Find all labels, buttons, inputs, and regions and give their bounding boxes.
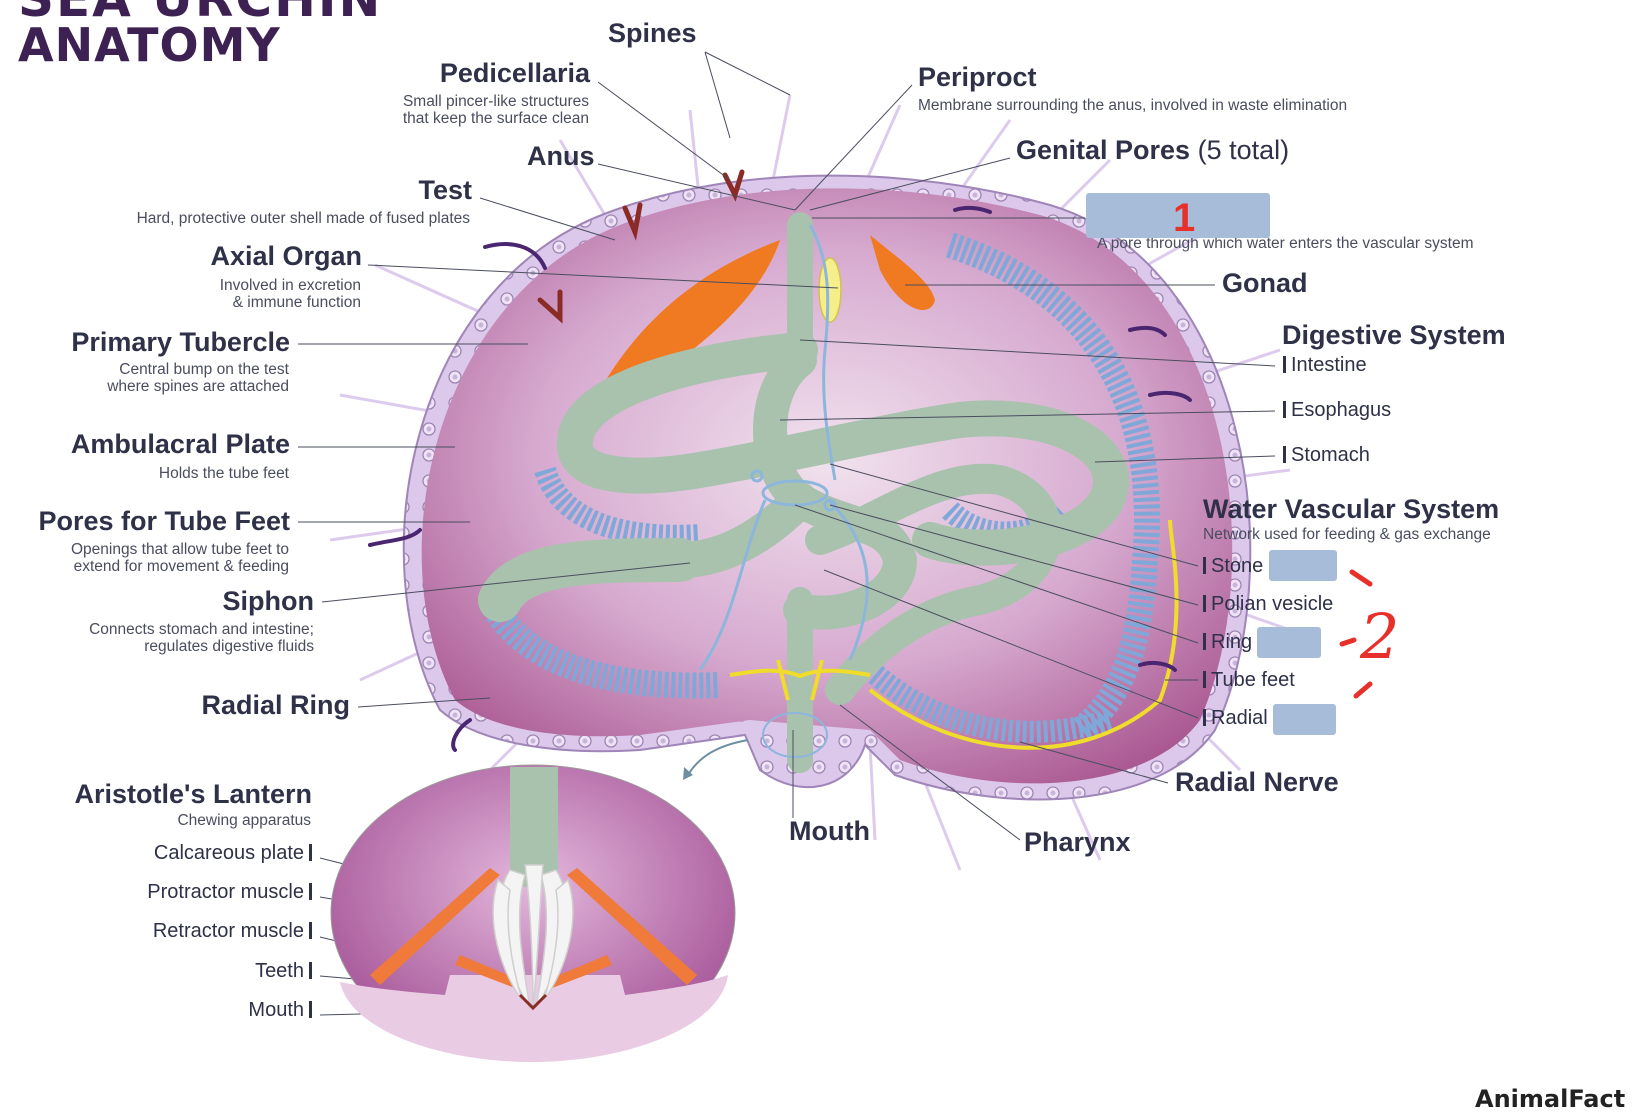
- label-test: Test: [418, 175, 472, 205]
- desc-test: Hard, protective outer shell made of fus…: [136, 210, 470, 227]
- item-stone: Stone: [1203, 555, 1263, 578]
- ink-mark-1: 1: [1173, 196, 1196, 240]
- item-stomach: Stomach: [1283, 444, 1370, 467]
- label-radial-ring: Radial Ring: [201, 690, 350, 720]
- label-pharynx: Pharynx: [1024, 827, 1131, 857]
- label-anus: Anus: [527, 141, 595, 171]
- desc-axial-2: & immune function: [232, 294, 361, 311]
- label-mouth: Mouth: [789, 816, 870, 846]
- item-polian-vesicle: Polian vesicle: [1203, 593, 1333, 616]
- label-genital-pores: Genital Pores (5 total): [1016, 135, 1289, 166]
- item-tube-feet: Tube feet: [1203, 669, 1295, 692]
- label-aristotles-lantern: Aristotle's Lantern: [74, 779, 312, 809]
- desc-wvs: Network used for feeding & gas exchange: [1203, 526, 1491, 543]
- genital-pores-text: Genital Pores: [1016, 135, 1191, 165]
- answer-box-stone[interactable]: [1269, 550, 1337, 581]
- desc-pedicellaria-2: that keep the surface clean: [402, 110, 589, 127]
- item-lantern-mouth: Mouth: [60, 999, 312, 1022]
- label-water-vascular-system: Water Vascular System: [1203, 494, 1500, 524]
- desc-primary-2: where spines are attached: [107, 378, 289, 395]
- label-periproct: Periproct: [918, 62, 1037, 92]
- desc-primary-1: Central bump on the test: [119, 361, 289, 378]
- desc-madreporite: A pore through which water enters the va…: [1097, 235, 1474, 252]
- item-radial: Radial: [1203, 707, 1268, 730]
- lantern-inset: [330, 764, 736, 1062]
- ink-bracket: [1339, 569, 1373, 699]
- label-digestive-system: Digestive System: [1282, 320, 1506, 350]
- item-teeth: Teeth: [60, 960, 312, 983]
- desc-periproct: Membrane surrounding the anus, involved …: [918, 97, 1348, 114]
- item-ring: Ring: [1203, 631, 1252, 654]
- label-primary-tubercle: Primary Tubercle: [71, 327, 290, 357]
- desc-siphon-1: Connects stomach and intestine;: [89, 621, 314, 638]
- title-line-1: SEA URCHIN: [18, 0, 382, 28]
- desc-axial-1: Involved in excretion: [219, 277, 361, 294]
- desc-siphon-2: regulates digestive fluids: [144, 638, 314, 655]
- answer-box-radial[interactable]: [1273, 704, 1336, 735]
- label-pores-tube-feet: Pores for Tube Feet: [38, 506, 290, 536]
- label-radial-nerve: Radial Nerve: [1175, 767, 1339, 797]
- item-protractor-muscle: Protractor muscle: [60, 881, 312, 904]
- label-siphon: Siphon: [222, 586, 314, 616]
- desc-pores-2: extend for movement & feeding: [73, 558, 289, 575]
- label-spines: Spines: [608, 18, 697, 48]
- answer-box-madreporite[interactable]: [1086, 193, 1270, 238]
- label-gonad: Gonad: [1222, 268, 1308, 298]
- label-pedicellaria: Pedicellaria: [439, 58, 590, 88]
- desc-pedicellaria-1: Small pincer-like structures: [402, 93, 589, 110]
- item-retractor-muscle: Retractor muscle: [60, 920, 312, 943]
- animalfact-logo: AnimalFact: [1475, 1085, 1626, 1113]
- label-axial-organ: Axial Organ: [210, 241, 362, 271]
- desc-lantern: Chewing apparatus: [177, 812, 311, 829]
- genital-pores-count: (5 total): [1197, 135, 1290, 165]
- desc-pores-1: Openings that allow tube feet to: [70, 541, 289, 558]
- title-line-2: ANATOMY: [18, 18, 281, 72]
- answer-box-ring[interactable]: [1257, 627, 1321, 658]
- item-esophagus: Esophagus: [1283, 399, 1391, 422]
- item-intestine: Intestine: [1283, 354, 1367, 377]
- ink-mark-2: 2: [1360, 600, 1400, 673]
- item-calcareous-plate: Calcareous plate: [60, 842, 312, 865]
- label-ambulacral-plate: Ambulacral Plate: [70, 429, 290, 459]
- desc-ambulacral: Holds the tube feet: [158, 465, 289, 482]
